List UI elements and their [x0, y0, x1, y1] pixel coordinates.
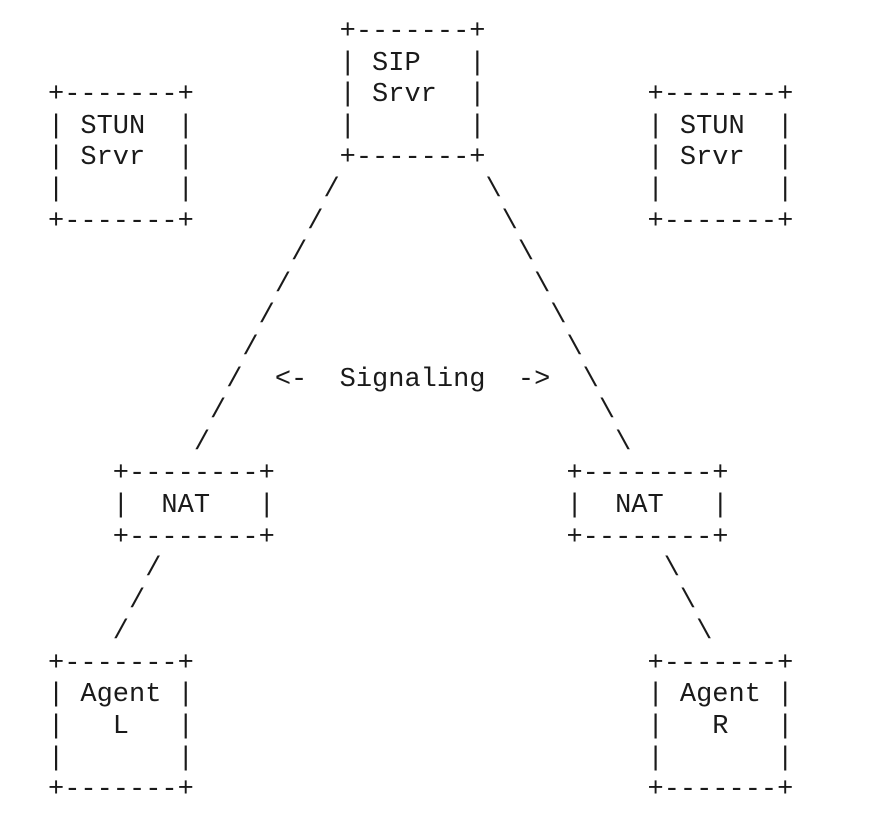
ascii-network-diagram: +-------+ | SIP | +-------+ | Srvr | +--… [48, 17, 794, 806]
